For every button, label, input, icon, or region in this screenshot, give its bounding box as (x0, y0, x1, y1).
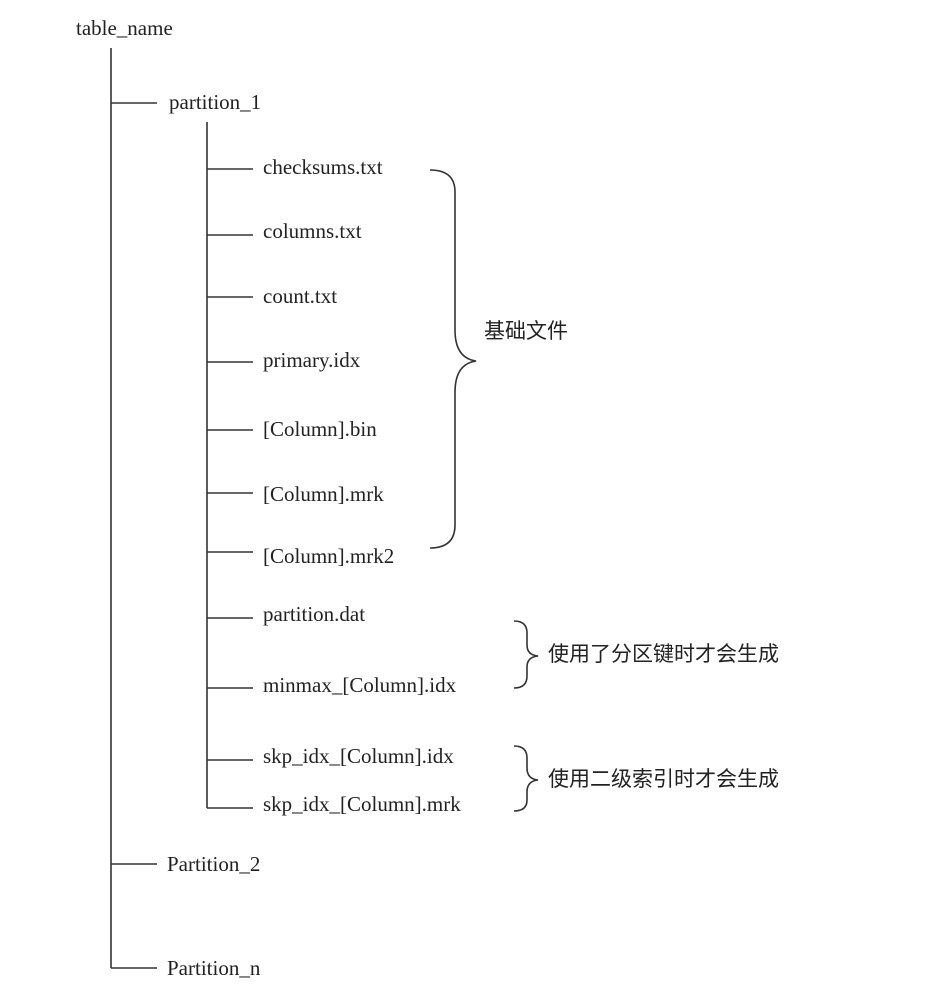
partition-label: Partition_n (167, 956, 261, 980)
file-label: [Column].mrk2 (263, 544, 395, 568)
file-label: skp_idx_[Column].mrk (263, 792, 461, 816)
annotation-secondary-index: 使用二级索引时才会生成 (548, 767, 779, 791)
brace-secondary-index (513, 745, 539, 812)
file-label: count.txt (263, 284, 338, 308)
file-label: primary.idx (263, 348, 361, 372)
brace-partition-key (513, 620, 539, 689)
partition-label: Partition_2 (167, 852, 261, 876)
partition-label: partition_1 (169, 90, 262, 114)
annotation-partition-key: 使用了分区键时才会生成 (548, 642, 779, 666)
file-label: checksums.txt (263, 155, 383, 179)
file-label: skp_idx_[Column].idx (263, 744, 454, 768)
annotation-basic-files: 基础文件 (484, 319, 568, 343)
file-label: [Column].mrk (263, 482, 384, 506)
root-label: table_name (76, 16, 173, 40)
file-label: [Column].bin (263, 417, 377, 441)
file-label: partition.dat (263, 602, 366, 626)
brace-basic-files (429, 169, 477, 549)
file-label: minmax_[Column].idx (263, 673, 457, 697)
file-label: columns.txt (263, 219, 362, 243)
